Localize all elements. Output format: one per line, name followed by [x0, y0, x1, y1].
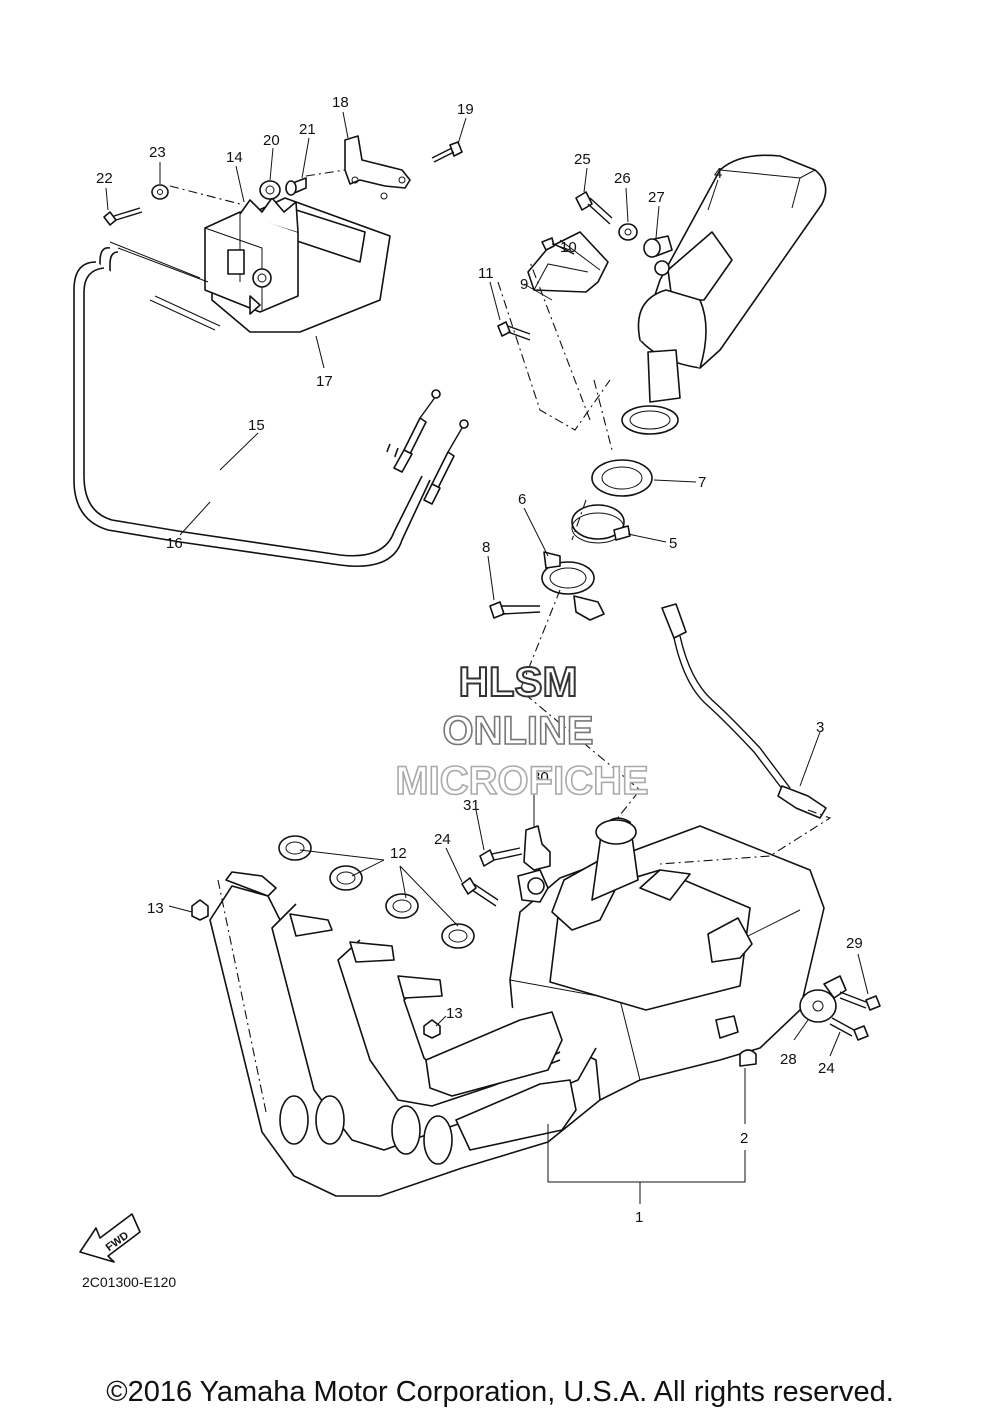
drawing-code: 2C01300-E120 [82, 1274, 176, 1290]
callout-9: 9 [520, 276, 528, 293]
callout-26: 26 [614, 170, 631, 187]
bolt-19 [431, 141, 463, 163]
callout-16: 16 [166, 535, 183, 552]
callout-31: 31 [463, 797, 480, 814]
cable-ends [393, 389, 469, 505]
callout-23: 23 [149, 144, 166, 161]
screw-10 [541, 237, 575, 255]
callout-22: 22 [96, 170, 113, 187]
callout-20: 20 [263, 132, 280, 149]
nut-13 [191, 899, 441, 1039]
callout-4: 4 [714, 165, 722, 182]
callout-18: 18 [332, 94, 349, 111]
callout-24-upper: 24 [434, 831, 451, 848]
callout-13-upper: 13 [147, 900, 164, 917]
bolt-11 [497, 321, 531, 341]
copyright-notice: ©2016 Yamaha Motor Corporation, U.S.A. A… [106, 1376, 894, 1408]
watermark-line-2: ONLINE [442, 709, 593, 753]
damper-bracket-upper [517, 869, 549, 903]
callout-28: 28 [780, 1051, 797, 1068]
washer-23 [151, 184, 169, 200]
callout-numbers: 1 2 3 4 5 6 7 8 9 10 11 12 13 13 14 15 1… [96, 94, 863, 1226]
o2-sensor-3 [661, 603, 827, 819]
heat-protector-9 [527, 231, 609, 293]
callout-21: 21 [299, 121, 316, 138]
collar-21 [285, 177, 307, 196]
watermark: HLSM ONLINE MICROFICHE [395, 657, 650, 804]
callout-10: 10 [560, 239, 577, 256]
callout-14: 14 [226, 149, 243, 166]
bolt-25 [575, 191, 613, 225]
dashed-alignment-lines [169, 169, 832, 1113]
callout-7: 7 [698, 474, 706, 491]
callout-6: 6 [518, 491, 526, 508]
callout-12: 12 [390, 845, 407, 862]
callout-17: 17 [316, 373, 333, 390]
callout-1: 1 [635, 1209, 643, 1226]
fwd-arrow: FWD [79, 1213, 141, 1263]
callout-2: 2 [740, 1130, 748, 1147]
watermark-line-3: MICROFICHE [395, 759, 648, 803]
callout-3: 3 [816, 719, 824, 736]
callout-25: 25 [574, 151, 591, 168]
grommet-20 [259, 180, 281, 200]
callout-27: 27 [648, 189, 665, 206]
leader-lines [105, 111, 869, 1204]
callout-19: 19 [457, 101, 474, 118]
callout-5: 5 [669, 535, 677, 552]
gasket-7 [591, 459, 653, 497]
bolt-24-lower [829, 1017, 869, 1041]
fwd-arrow-icon [79, 1213, 141, 1263]
clamp-6 [541, 551, 605, 621]
callout-29: 29 [846, 935, 863, 952]
clamp-5 [571, 504, 631, 544]
callout-15: 15 [248, 417, 265, 434]
collar-27 [643, 235, 673, 258]
bolt-31 [479, 847, 523, 867]
servo-motor-assembly [204, 197, 391, 333]
muffler-4 [621, 154, 827, 435]
callout-24-lower: 24 [818, 1060, 835, 1077]
watermark-line-1: HLSM [459, 658, 578, 705]
washer-26 [618, 223, 638, 241]
damper-2 [739, 1049, 757, 1067]
gaskets-12 [278, 835, 475, 949]
bolt-29 [839, 991, 881, 1011]
bolt-24-upper [461, 877, 499, 907]
bracket-30 [523, 825, 551, 871]
callout-8: 8 [482, 539, 490, 556]
callout-30: 30 [532, 769, 549, 786]
bracket-18 [344, 135, 411, 200]
bolt-8 [489, 601, 541, 619]
bolt-22 [103, 207, 143, 226]
callout-11: 11 [478, 265, 494, 282]
exhaust-pipe-1 [209, 817, 825, 1197]
callout-13-lower: 13 [446, 1005, 463, 1022]
cable-16 [73, 261, 431, 567]
